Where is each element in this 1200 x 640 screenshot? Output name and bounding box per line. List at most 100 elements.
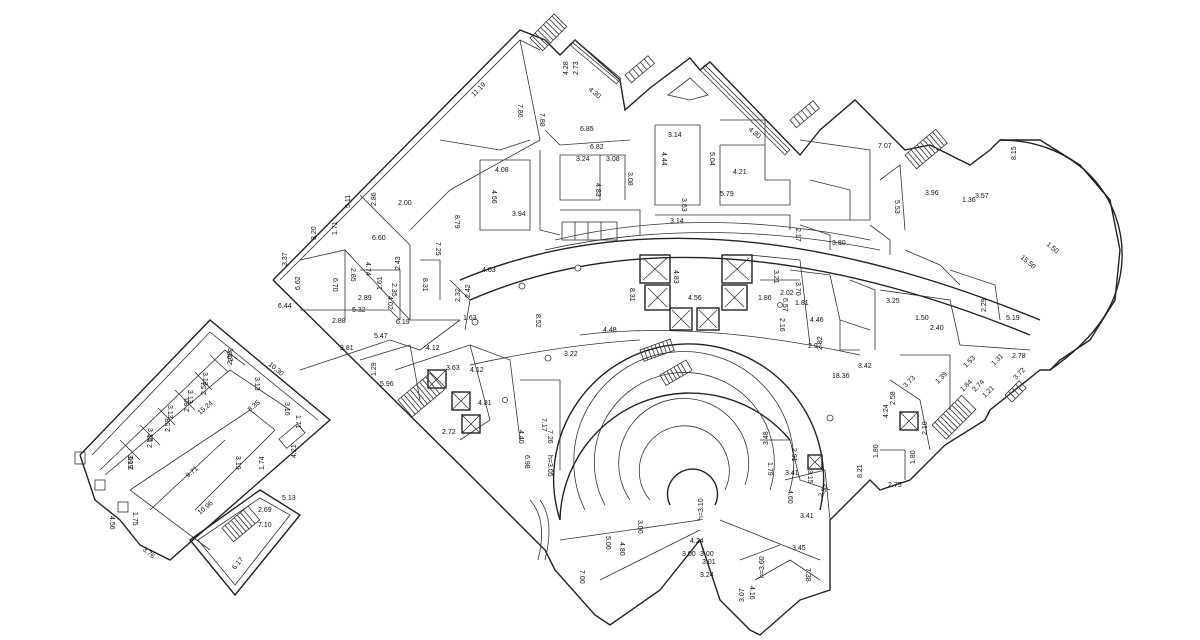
dim-label: 3.15 xyxy=(146,428,153,442)
dim-label: 1.79 xyxy=(766,462,773,476)
dim-label: 4.48 xyxy=(603,327,617,334)
dim-label: 2.91 xyxy=(790,448,797,462)
dim-label: 6.19 xyxy=(396,319,410,326)
dim-label: 4.46 xyxy=(810,317,824,324)
dim-label: 1.53 xyxy=(962,355,977,370)
dim-label: 3.19 xyxy=(234,456,241,470)
dim-label: 11.19 xyxy=(470,81,487,98)
dim-label: 7.17 xyxy=(540,418,547,432)
dim-label: 3.25 xyxy=(886,298,900,305)
dim-label: 1.39 xyxy=(934,371,949,386)
dim-label: 4.30 xyxy=(747,126,762,140)
dim-label: 3.41 xyxy=(800,513,814,520)
dim-label: 7.10 xyxy=(258,522,272,529)
dim-label: 3.13 xyxy=(226,348,233,362)
dim-label: 7.00 xyxy=(578,570,585,584)
dim-label: 2.85 xyxy=(349,268,356,282)
auditorium xyxy=(529,343,825,581)
dim-label: 4.21 xyxy=(733,169,747,176)
dim-label: 7.38 xyxy=(804,568,811,582)
dim-label: 4.30 xyxy=(587,86,602,100)
dim-label: 4.83 xyxy=(672,270,679,284)
dim-label: 2.60 xyxy=(227,351,234,365)
dim-label: 2.69 xyxy=(258,507,272,514)
dim-label: 4.08 xyxy=(495,167,509,174)
dim-label: 7.07 xyxy=(878,143,892,150)
dim-label: 6.82 xyxy=(590,144,604,151)
dim-label: 3.00 xyxy=(700,551,714,558)
dim-label: 4.16 xyxy=(748,586,755,600)
dim-label: 1.63 xyxy=(463,315,477,322)
dim-label: 5.96 xyxy=(380,381,394,388)
dim-label: 2.17 xyxy=(794,228,801,242)
dim-label: 18.36 xyxy=(832,373,850,380)
dim-label: h=3.05 xyxy=(546,455,553,477)
dim-label: 4.44 xyxy=(660,152,667,166)
dim-label: 4.28 xyxy=(563,61,570,75)
east-rooms xyxy=(739,249,1031,581)
dim-label: 4.56 xyxy=(688,295,702,302)
dim-label: 6.62 xyxy=(295,276,302,290)
dim-label: 3.01 xyxy=(702,559,716,566)
dim-label: 3.73 xyxy=(902,375,917,390)
dim-label: 6.60 xyxy=(372,235,386,242)
dim-label: 3.24 xyxy=(700,572,714,579)
dim-label: 2.43 xyxy=(395,256,402,270)
dim-label: 2.16 xyxy=(778,318,785,332)
dim-label: 2.89 xyxy=(358,295,372,302)
dim-label: 1.71 xyxy=(294,415,301,429)
dim-label: 3.81 xyxy=(340,345,354,352)
dim-label: 1.31 xyxy=(990,353,1005,368)
dim-label: 10.96 xyxy=(197,500,215,517)
dim-label: h=3.60 xyxy=(759,556,766,578)
dim-label: 2.40 xyxy=(930,325,944,332)
dim-label: 2.58 xyxy=(165,418,172,432)
dim-label: 3.13 xyxy=(201,372,208,386)
dim-label: 1.21 xyxy=(981,385,996,400)
dim-label: 4.24 xyxy=(690,538,704,545)
dim-label: 7.88 xyxy=(538,113,545,127)
dim-label: 1.71 xyxy=(332,221,339,235)
dim-label: 2.86 xyxy=(371,192,378,206)
dim-label: 6.98 xyxy=(523,455,530,469)
dim-label: 1.36 xyxy=(962,197,976,204)
dim-label: 5.47 xyxy=(374,333,388,340)
dim-label: 1.74 xyxy=(259,456,266,470)
dim-label: 4.40 xyxy=(517,430,524,444)
dim-label: 2.32 xyxy=(455,288,462,302)
dim-label: 1.75 xyxy=(131,512,138,526)
main-building xyxy=(272,13,1123,636)
dim-label: 2.58 xyxy=(890,391,897,405)
dim-label: 9.71 xyxy=(185,465,200,479)
dim-label: 3.72 xyxy=(1012,367,1027,382)
dim-label: 3.08 xyxy=(626,172,633,186)
dim-label: 4.03 xyxy=(482,267,496,274)
dim-label: 1.61 xyxy=(377,276,384,290)
dim-label: 2.10 xyxy=(922,421,929,435)
dim-label: 2.88 xyxy=(332,318,346,325)
dim-label: 2.60 xyxy=(128,456,135,470)
dim-label: 3.00 xyxy=(636,520,643,534)
dim-label: 6.85 xyxy=(580,126,594,133)
dim-label: 3.80 xyxy=(832,240,846,247)
dim-label: 1.50 xyxy=(915,315,929,322)
dim-label: 7.86 xyxy=(516,104,523,118)
dim-label: 3.41 xyxy=(785,470,799,477)
dim-label: 3.76 xyxy=(141,546,156,560)
corridor-outer-arc xyxy=(469,256,1031,336)
dim-label: 3.16 xyxy=(283,402,290,416)
dim-label: 4.60 xyxy=(786,490,793,504)
dim-label: 2.29 xyxy=(981,298,988,312)
west-rooms xyxy=(299,194,561,470)
dim-label: 2.51 xyxy=(147,434,154,448)
dim-label: 3.96 xyxy=(925,190,939,197)
dim-label: 2.73 xyxy=(573,61,580,75)
dim-label: 5.79 xyxy=(720,191,734,198)
dim-label: 3.24 xyxy=(576,156,590,163)
dim-label: 3.48 xyxy=(763,431,770,445)
dim-label: 8.52 xyxy=(534,314,541,328)
dim-label: 3.42 xyxy=(858,363,872,370)
dim-label: 8.35 xyxy=(247,399,262,413)
dim-label: 4.12 xyxy=(426,345,440,352)
